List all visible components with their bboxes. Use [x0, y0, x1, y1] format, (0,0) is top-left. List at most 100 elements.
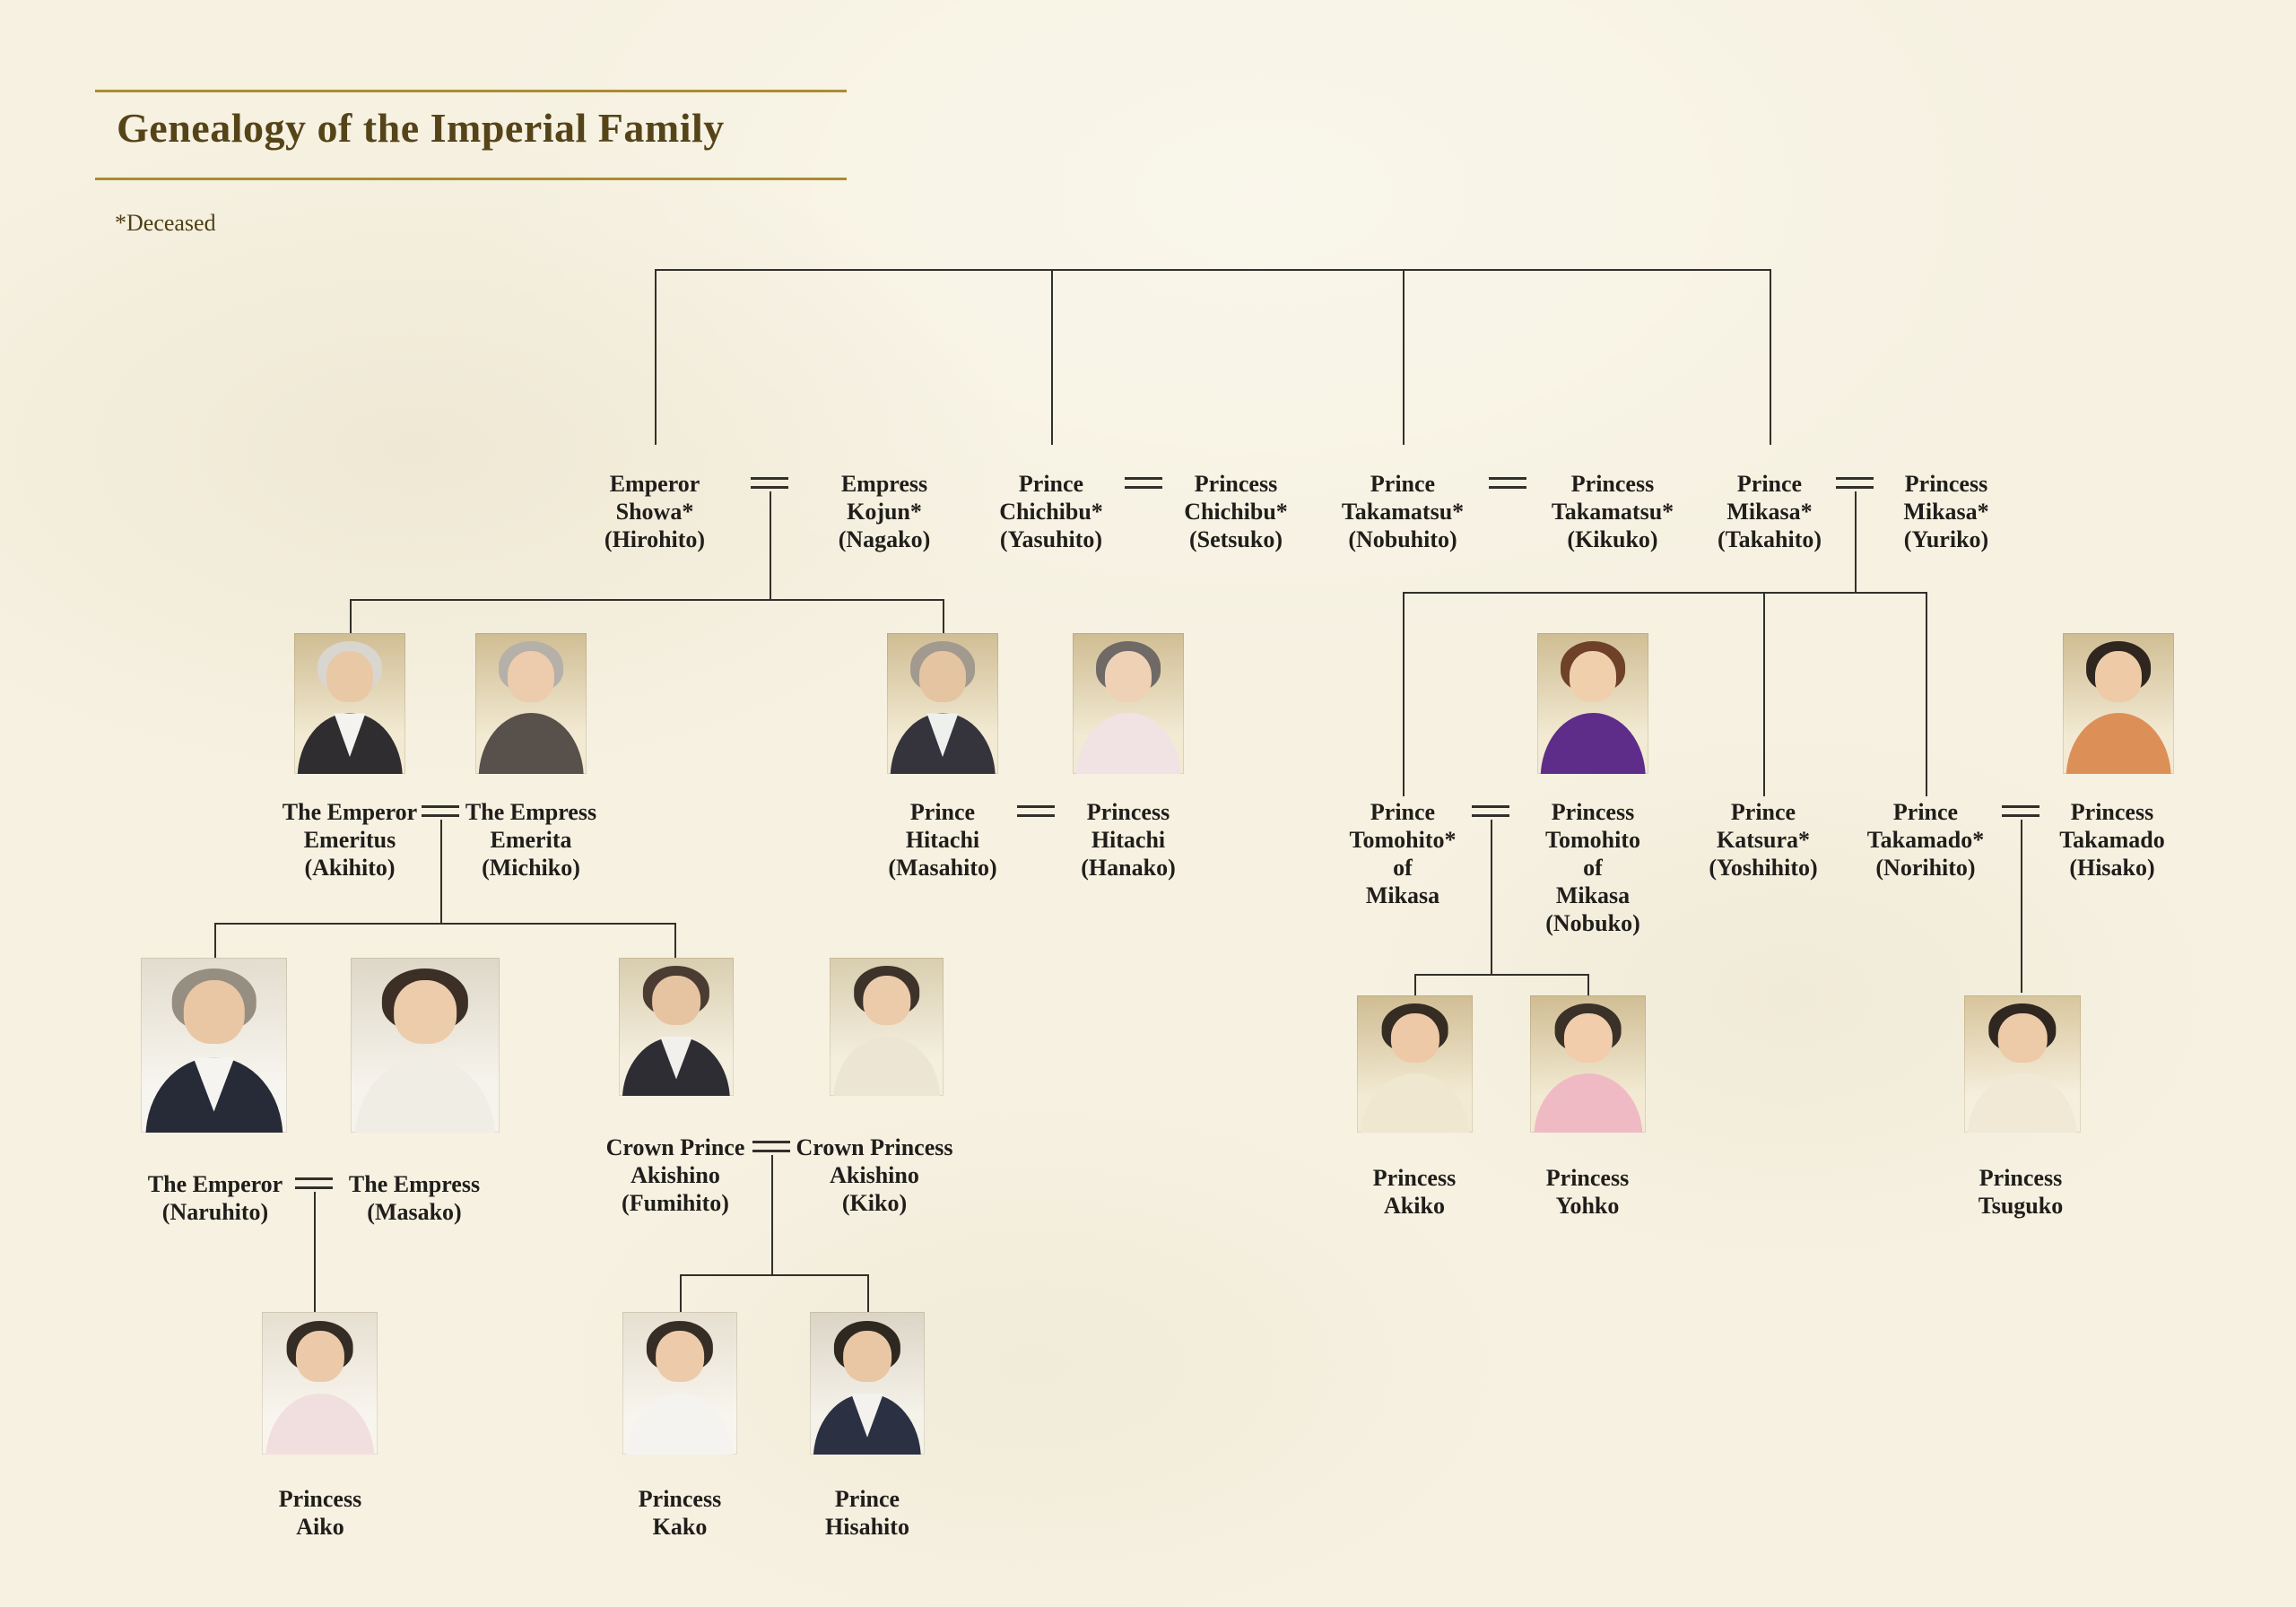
photo-kako — [622, 1312, 737, 1455]
torso-shape — [144, 1057, 283, 1133]
label-princess-hitachi: Princess Hitachi (Hanako) — [1081, 799, 1176, 881]
face-shape — [394, 980, 457, 1044]
photo-akiko — [1357, 995, 1473, 1133]
photo-nobuko — [1537, 633, 1648, 774]
label-emperor-showa: Emperor Showa* (Hirohito) — [604, 471, 706, 552]
tree-line — [440, 820, 442, 923]
title-rule-top — [95, 90, 847, 92]
marriage-equals — [751, 477, 788, 489]
tree-line — [655, 269, 1771, 271]
torso-shape — [1967, 1073, 2078, 1133]
tree-line — [1414, 974, 1589, 976]
tree-line — [655, 269, 657, 445]
torso-shape — [813, 1393, 922, 1455]
tree-line — [943, 599, 944, 637]
face-shape — [918, 651, 967, 702]
face-shape — [326, 651, 374, 702]
label-prince-tomohito: Prince Tomohito* of Mikasa — [1349, 799, 1457, 908]
tree-line — [770, 491, 771, 599]
photo-hisako — [2063, 633, 2174, 774]
torso-shape — [478, 713, 584, 774]
photo-masako — [351, 958, 500, 1133]
photo-tsuguko — [1964, 995, 2081, 1133]
face-shape — [843, 1330, 891, 1382]
photo-akihito — [294, 633, 405, 774]
label-princess-yohko: Princess Yohko — [1545, 1165, 1630, 1219]
tree-line — [1770, 269, 1771, 445]
torso-shape — [1540, 713, 1646, 774]
photo-aiko — [262, 1312, 378, 1455]
torso-shape — [1533, 1073, 1643, 1133]
marriage-equals — [1017, 805, 1055, 817]
marriage-equals — [2002, 805, 2039, 817]
tree-line — [771, 1155, 773, 1274]
label-princess-aiko: Princess Aiko — [278, 1486, 362, 1540]
label-prince-hitachi: Prince Hitachi (Masahito) — [888, 799, 997, 881]
marriage-equals — [752, 1141, 790, 1152]
page-title: Genealogy of the Imperial Family — [117, 105, 725, 151]
face-shape — [656, 1330, 704, 1382]
marriage-equals — [1836, 477, 1874, 489]
torso-shape — [2066, 713, 2171, 774]
photo-kiko — [830, 958, 944, 1096]
tree-line — [1491, 820, 1492, 974]
label-the-emperor: The Emperor (Naruhito) — [147, 1171, 283, 1225]
photo-michiko — [475, 633, 587, 774]
torso-shape — [1360, 1073, 1470, 1133]
tree-line — [1926, 592, 1927, 796]
tree-line — [1403, 592, 1927, 594]
label-princess-chichibu: Princess Chichibu* (Setsuko) — [1184, 471, 1288, 552]
tree-line — [1587, 974, 1589, 995]
label-prince-hisahito: Prince Hisahito — [825, 1486, 909, 1540]
face-shape — [652, 976, 700, 1026]
face-shape — [507, 651, 555, 702]
tree-line — [680, 1274, 682, 1312]
marriage-equals — [1489, 477, 1526, 489]
tree-line — [1051, 269, 1053, 445]
label-princess-akiko: Princess Akiko — [1372, 1165, 1457, 1219]
tree-line — [1855, 491, 1857, 592]
label-prince-takamatsu: Prince Takamatsu* (Nobuhito) — [1341, 471, 1465, 552]
torso-shape — [354, 1057, 496, 1133]
tree-line — [674, 923, 676, 958]
torso-shape — [625, 1393, 735, 1455]
face-shape — [1569, 651, 1617, 702]
torso-shape — [622, 1036, 731, 1096]
label-crown-princess-akishino: Crown Princess Akishino (Kiko) — [796, 1134, 953, 1216]
photo-yohko — [1530, 995, 1646, 1133]
torso-shape — [890, 713, 996, 774]
face-shape — [1104, 651, 1152, 702]
photo-hanako — [1073, 633, 1184, 774]
photo-naruhito — [141, 958, 287, 1133]
torso-shape — [832, 1036, 941, 1096]
label-princess-takamatsu: Princess Takamatsu* (Kikuko) — [1551, 471, 1674, 552]
torso-shape — [265, 1393, 375, 1455]
face-shape — [2094, 651, 2143, 702]
label-emperor-emeritus: The Emperor Emeritus (Akihito) — [282, 799, 418, 881]
label-empress-kojun: Empress Kojun* (Nagako) — [838, 471, 931, 552]
tree-line — [350, 599, 352, 637]
tree-line — [680, 1274, 869, 1276]
tree-line — [1403, 592, 1405, 796]
face-shape — [862, 976, 911, 1026]
tree-line — [2021, 820, 2022, 993]
title-rule-bottom — [95, 178, 847, 180]
label-princess-tomohito: Princess Tomohito of Mikasa (Nobuko) — [1545, 799, 1640, 936]
label-princess-mikasa: Princess Mikasa* (Yuriko) — [1903, 471, 1989, 552]
face-shape — [295, 1330, 344, 1382]
torso-shape — [1075, 713, 1181, 774]
label-princess-kako: Princess Kako — [638, 1486, 722, 1540]
torso-shape — [297, 713, 403, 774]
marriage-equals — [1125, 477, 1162, 489]
label-princess-tsuguko: Princess Tsuguko — [1978, 1165, 2064, 1219]
photo-hisahito — [810, 1312, 925, 1455]
label-crown-prince-akishino: Crown Prince Akishino (Fumihito) — [605, 1134, 745, 1216]
label-prince-chichibu: Prince Chichibu* (Yasuhito) — [999, 471, 1103, 552]
face-shape — [1563, 1012, 1613, 1063]
label-empress-emerita: The Empress Emerita (Michiko) — [465, 799, 597, 881]
label-the-empress: The Empress (Masako) — [348, 1171, 481, 1225]
tree-line — [1414, 974, 1416, 995]
label-prince-mikasa: Prince Mikasa* (Takahito) — [1717, 471, 1822, 552]
tree-line — [214, 923, 216, 958]
